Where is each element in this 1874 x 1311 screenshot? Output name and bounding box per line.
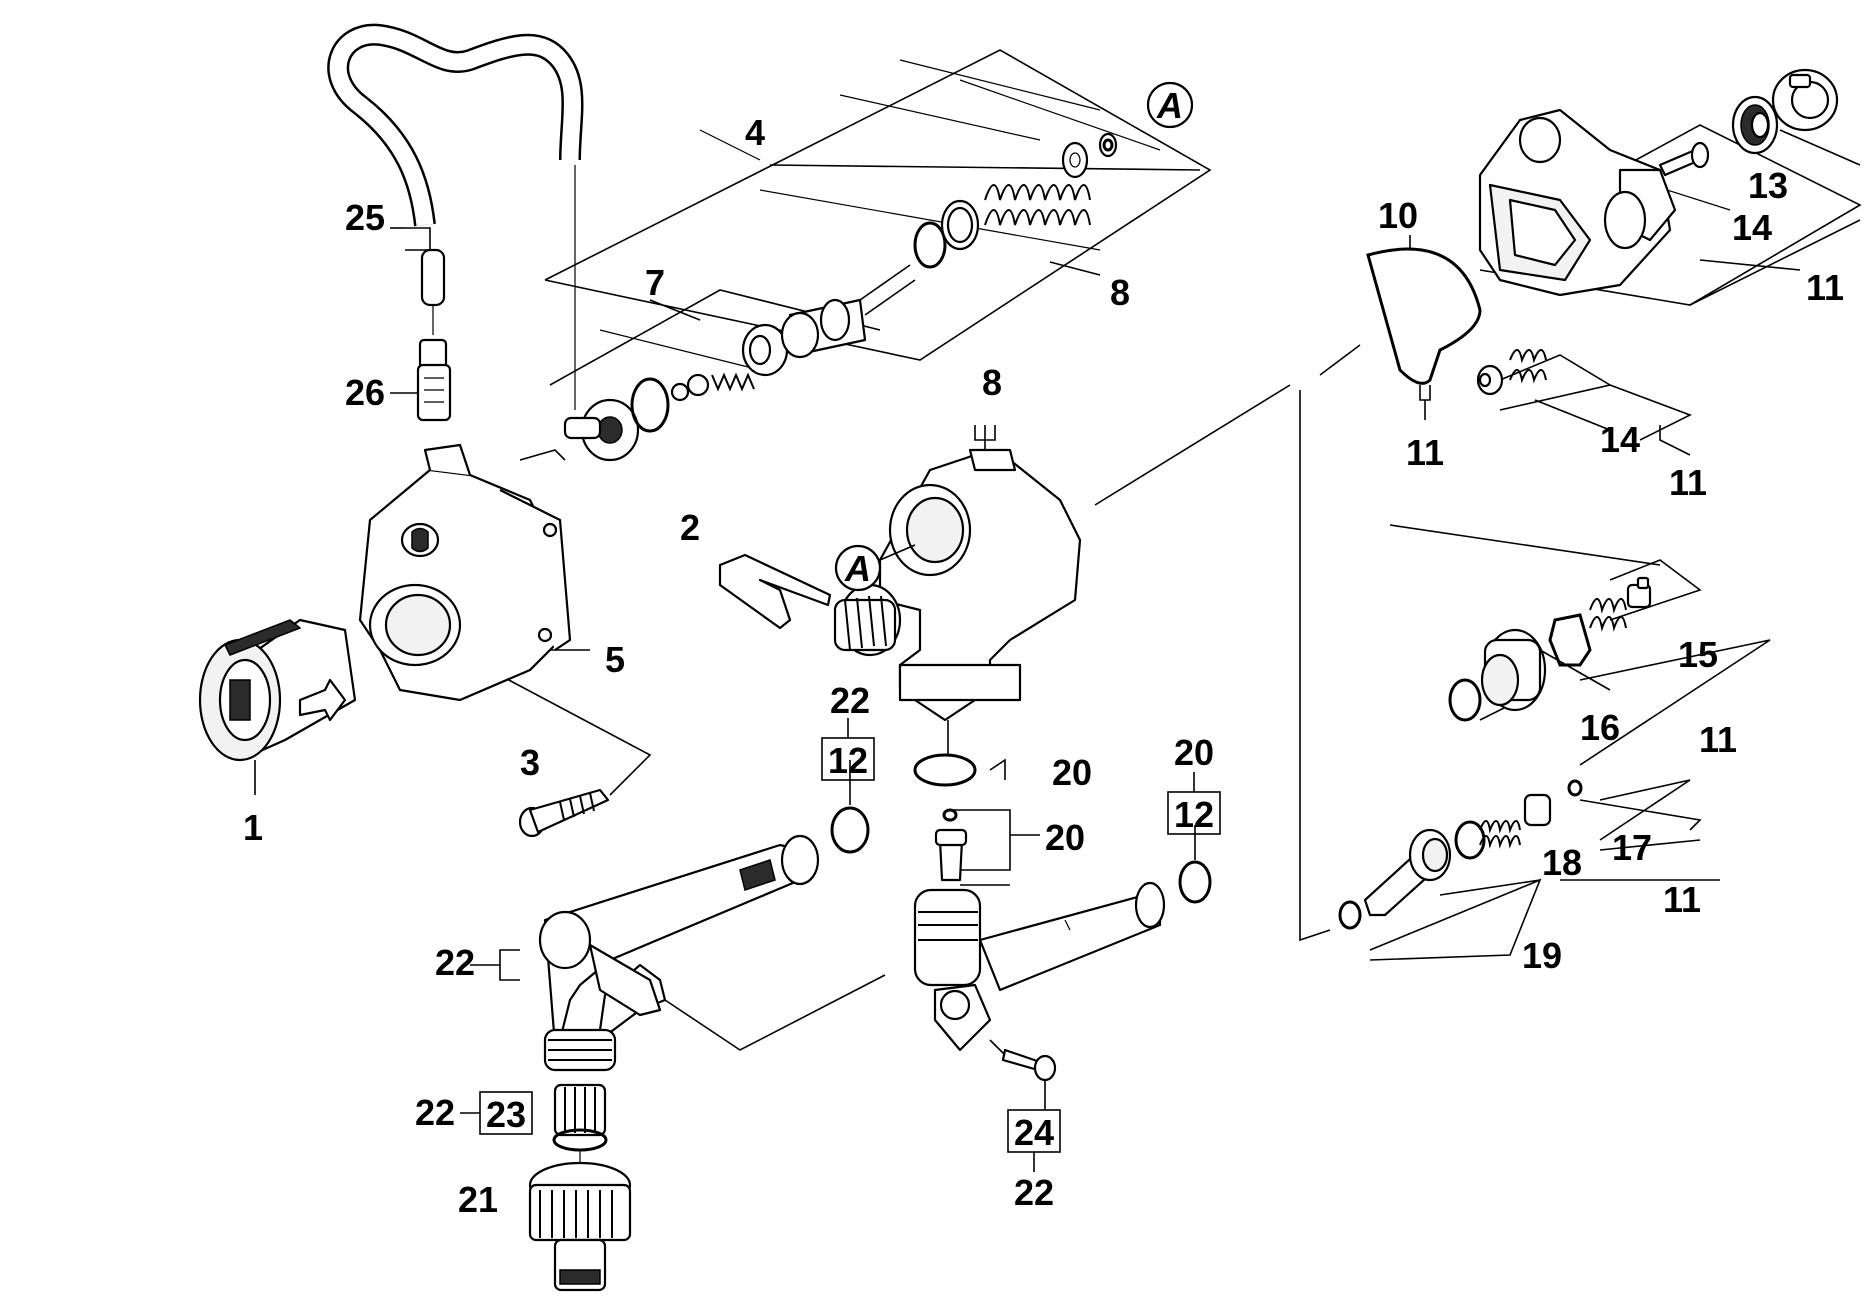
label-part-7: 7 [645, 262, 665, 303]
coupling-part-1 [198, 618, 357, 795]
label-part-13: 13 [1748, 165, 1788, 206]
o-ring-part-20-large [913, 720, 1006, 787]
valve-parts-17-18-19 [1338, 779, 1583, 930]
label-part-1: 1 [243, 807, 263, 848]
label-part-24: 24 [1014, 1112, 1054, 1153]
label-part-11-valve14: 11 [1669, 462, 1707, 503]
filter-part-26 [416, 338, 452, 422]
handle-assembly-part-22-left [538, 760, 870, 1072]
label-part-5: 5 [605, 639, 625, 680]
marker-a-middle-label: A [844, 548, 871, 589]
label-part-3: 3 [520, 742, 540, 783]
label-part-22-handle: 22 [435, 942, 475, 983]
marker-a-top-label: A [1156, 85, 1183, 126]
label-part-15: 15 [1678, 634, 1718, 675]
valve-part-14-lower [1476, 349, 1547, 396]
label-part-11-valve16: 11 [1699, 719, 1737, 760]
label-part-8-body: 8 [982, 362, 1002, 403]
marker-a-top: A [1146, 81, 1194, 129]
label-part-20-nozzle: 20 [1045, 817, 1085, 858]
screw-part-24 [989, 1039, 1057, 1110]
nozzle-part-20 [934, 808, 968, 882]
label-part-25: 25 [345, 197, 385, 238]
label-part-21: 21 [458, 1179, 498, 1220]
valve-part-15 [1589, 576, 1652, 632]
pump-head-part-11 [1478, 108, 1677, 297]
valve-body-part-8 [833, 425, 1082, 722]
label-part-12-right: 12 [1174, 794, 1214, 835]
label-part-14-top: 14 [1732, 207, 1772, 248]
label-part-19: 19 [1522, 935, 1562, 976]
valve-part-16 [1448, 613, 1592, 722]
label-boxes [390, 227, 1221, 1172]
label-part-2: 2 [680, 507, 700, 548]
label-part-22-strainer: 22 [415, 1092, 455, 1133]
label-part-23: 23 [486, 1094, 526, 1135]
label-part-22-screw: 22 [1014, 1172, 1054, 1213]
label-part-10: 10 [1378, 195, 1418, 236]
valve-parts-13-14 [1658, 68, 1839, 177]
pump-body-part-5 [358, 443, 572, 702]
hose-part-25 [327, 23, 584, 410]
part-number-labels: 4 7 8 8 25 26 2 5 3 1 22 12 20 20 20 12 … [243, 112, 1844, 1220]
strainer-part-23 [552, 1083, 608, 1152]
label-part-18: 18 [1542, 842, 1582, 883]
label-part-26: 26 [345, 372, 385, 413]
screw-part-3 [518, 788, 610, 838]
label-part-11-valve17: 11 [1663, 879, 1701, 920]
clip-part-2 [718, 553, 832, 630]
label-part-11-gasket: 11 [1406, 432, 1444, 473]
label-part-16: 16 [1580, 707, 1620, 748]
leader-lines [459, 49, 1862, 1051]
gasket-part-10 [1366, 235, 1482, 420]
label-part-8-top: 8 [1110, 272, 1130, 313]
label-part-17: 17 [1612, 827, 1652, 868]
hose-connector-part-21 [528, 1150, 632, 1292]
label-part-4: 4 [745, 112, 765, 153]
label-part-20-right: 20 [1174, 732, 1214, 773]
handle-assembly-part-22-right [913, 825, 1212, 1052]
label-part-12-left: 12 [828, 740, 868, 781]
label-part-20-ring: 20 [1052, 752, 1092, 793]
label-part-22-top: 22 [830, 680, 870, 721]
label-part-11-head: 11 [1806, 267, 1844, 308]
marker-a-middle: A [834, 544, 916, 592]
label-part-14-lower: 14 [1600, 419, 1640, 460]
valve-parts-group [563, 132, 1118, 462]
